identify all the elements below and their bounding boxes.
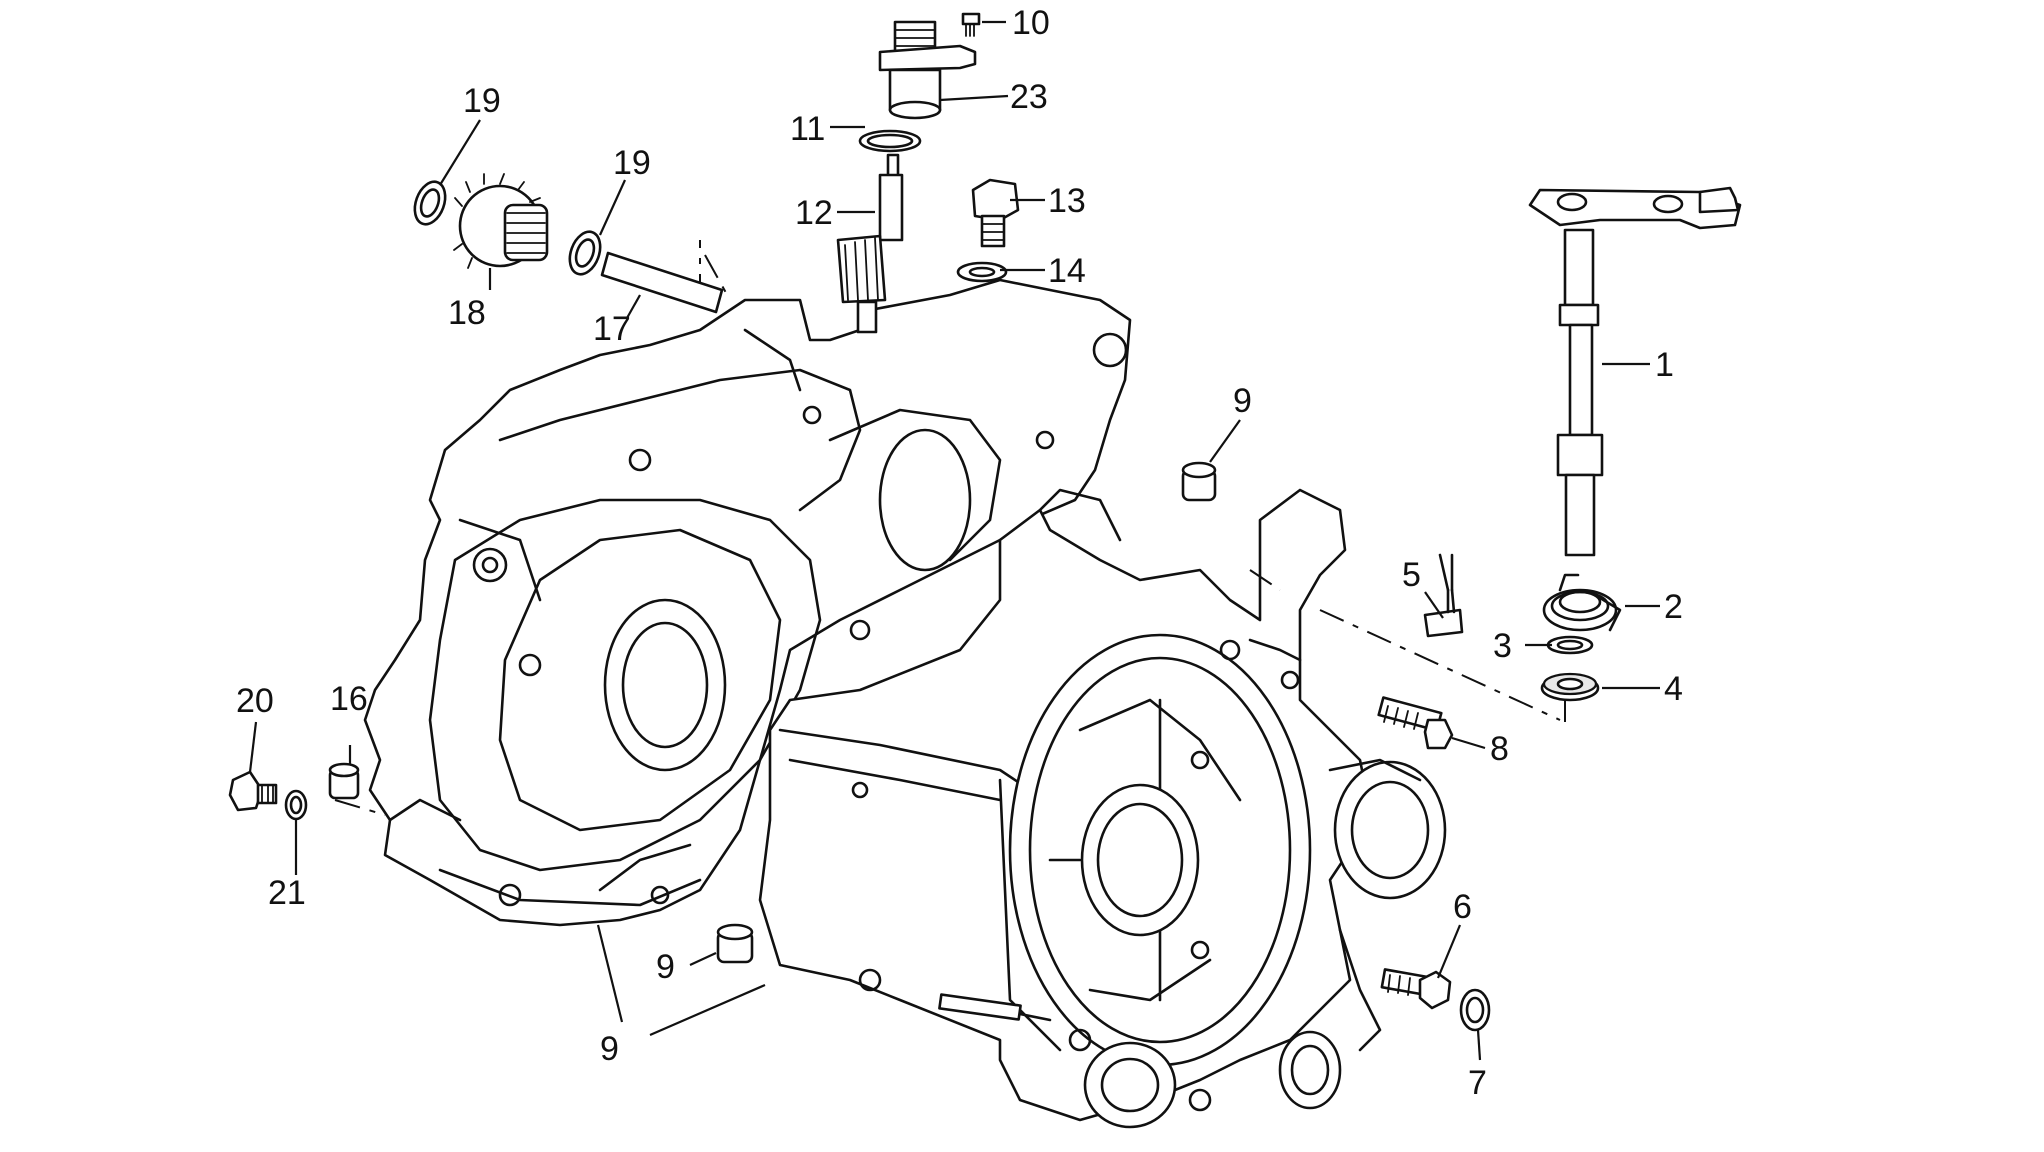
- part-3-washer: [1546, 635, 1594, 655]
- callout-3: 3: [1493, 627, 1512, 665]
- part-17-pin: [600, 251, 724, 314]
- part-19-washer-right: [568, 230, 602, 276]
- part-6-bolt: [1380, 968, 1452, 1010]
- callout-5: 5: [1402, 556, 1421, 594]
- callout-4: 4: [1664, 670, 1683, 708]
- callout-21: 21: [268, 874, 306, 912]
- part-5-pin: [1423, 553, 1464, 638]
- callout-19-right: 19: [613, 144, 651, 182]
- callout-16: 16: [330, 680, 368, 718]
- part-13-drive-gear: [836, 153, 904, 334]
- callout-17: 17: [593, 310, 631, 348]
- part-8-stud: [1377, 696, 1454, 750]
- part-14-bolt: [971, 178, 1020, 248]
- callout-19-left: 19: [463, 82, 501, 120]
- callout-7: 7: [1468, 1064, 1487, 1102]
- callout-11: 10: [1012, 4, 1050, 42]
- part-20-drain-plug: [228, 770, 278, 812]
- left-crankcase-half: [363, 278, 1132, 927]
- callout-6: 6: [1453, 888, 1472, 926]
- part-1-shaft-assembly: [1528, 186, 1742, 557]
- callout-1: 1: [1655, 346, 1674, 384]
- callout-2: 2: [1664, 588, 1683, 626]
- callout-13: 12: [795, 194, 833, 232]
- callout-9-upper: 9: [1233, 382, 1252, 420]
- callout-15: 14: [1048, 252, 1086, 290]
- callout-9-lower: 9: [656, 948, 675, 986]
- part-16-dowel: [328, 762, 360, 800]
- leader-lines: [248, 20, 1660, 1061]
- callout-20: 20: [236, 682, 274, 720]
- callout-10: 9: [600, 1030, 619, 1068]
- callout-14: 13: [1048, 182, 1086, 220]
- callout-8: 8: [1490, 730, 1509, 768]
- part-19-washer-left: [413, 180, 447, 226]
- part-21-washer: [284, 789, 308, 821]
- callout-12: 11: [790, 110, 825, 148]
- part-4-bushing: [1540, 672, 1600, 702]
- part-9-dowel-lower: [716, 923, 754, 964]
- callout-23: 23: [1010, 78, 1048, 116]
- part-9-dowel-upper: [1181, 461, 1217, 502]
- part-23-drive-housing: [878, 20, 977, 120]
- part-7-washer: [1459, 988, 1491, 1032]
- part-15-washer: [956, 261, 1008, 283]
- part-2-spring: [1542, 573, 1622, 632]
- part-18-gear: [453, 173, 549, 269]
- right-crankcase-half: [758, 488, 1447, 1129]
- part-11-screw: [961, 12, 981, 37]
- callout-18: 18: [448, 294, 486, 332]
- callout-labels: 10 23 11 12 13 14 19 19 18 17 9 1 2 3 4 …: [236, 4, 1683, 1102]
